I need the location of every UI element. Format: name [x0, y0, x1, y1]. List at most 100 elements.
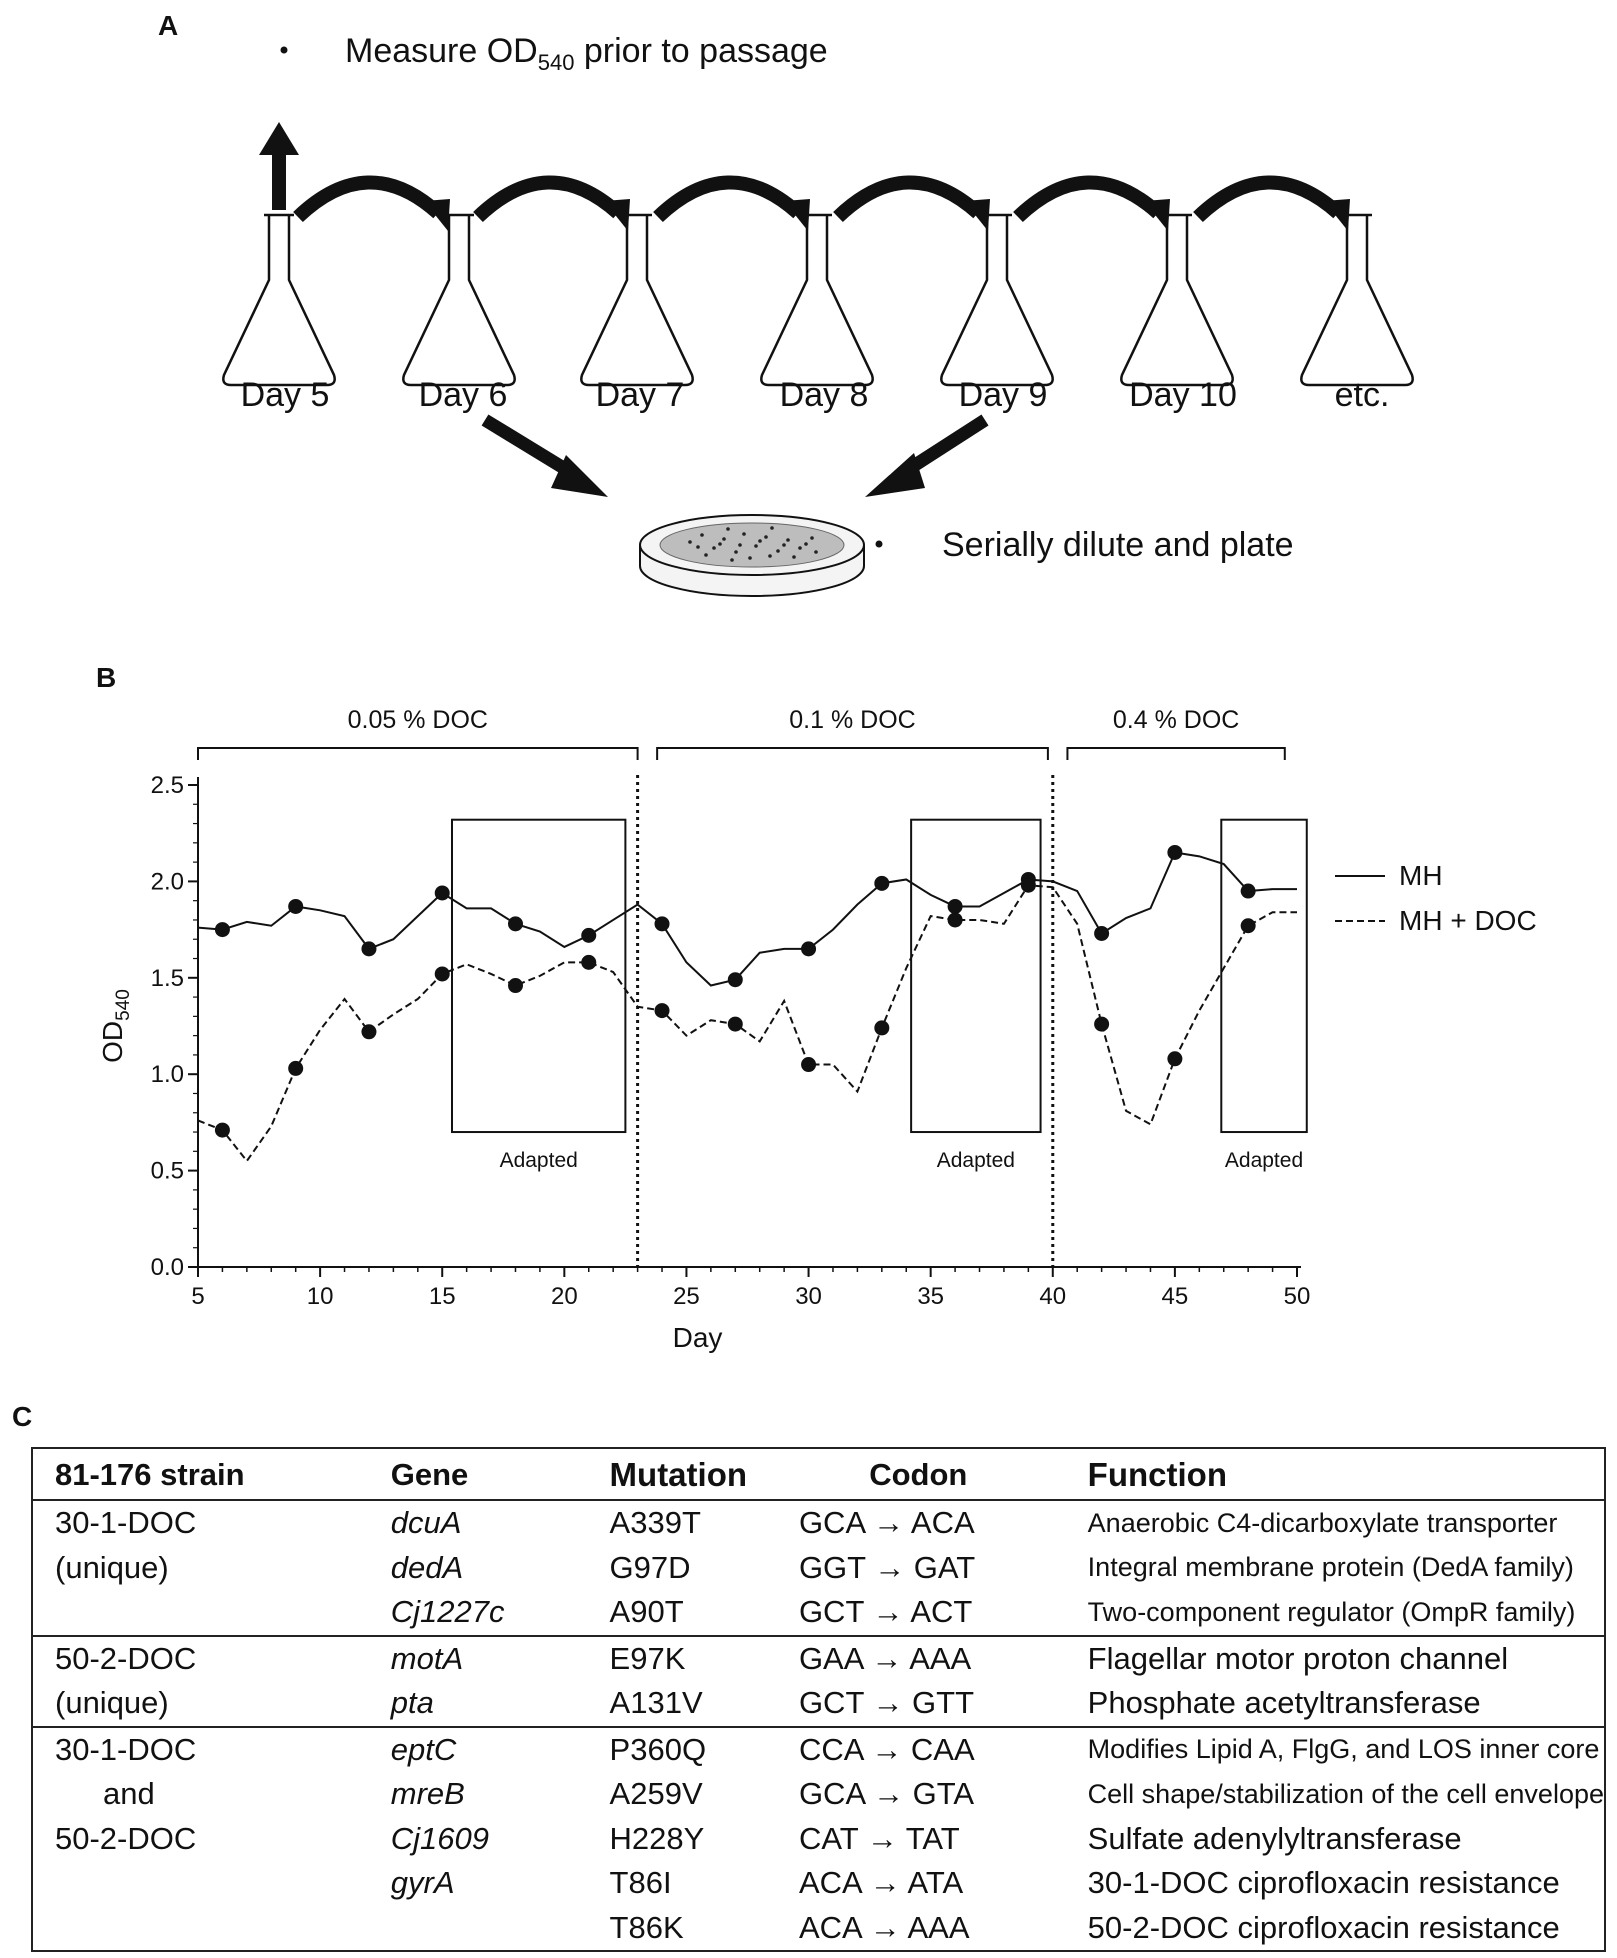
data-point [947, 912, 963, 928]
data-point [947, 898, 963, 914]
cell-function: Flagellar motor proton channel [1087, 1640, 1509, 1676]
mutation-table: 81-176 strain Gene Mutation Codon Functi… [31, 1447, 1606, 1952]
cell-strain: (unique) [32, 1681, 391, 1728]
cell-function: 50-2-DOC ciprofloxacin resistance [1087, 1909, 1560, 1945]
series-line-mh [197, 851, 1297, 987]
data-point [727, 1016, 743, 1032]
x-tick-label: 25 [673, 1283, 700, 1310]
y-tick-label: 1.5 [151, 965, 184, 992]
flask-icon [222, 213, 336, 387]
data-point [288, 1060, 304, 1076]
data-point [1020, 877, 1036, 893]
cell-codon: GAA → AAA [798, 1640, 972, 1676]
cell-strain [32, 1906, 391, 1952]
header-gene: Gene [390, 1448, 610, 1501]
flask-icon [402, 213, 516, 387]
cell-mutation: A339T [609, 1505, 701, 1541]
x-tick-label: 45 [1162, 1283, 1189, 1310]
table-row: 30-1-DOC dcuA A339T GCA → ACA Anaerobic … [32, 1500, 1605, 1546]
data-point [288, 898, 304, 914]
legend-label-mh: MH [1399, 860, 1443, 891]
x-tick-label: 35 [917, 1283, 944, 1310]
day-label: etc. [1335, 376, 1390, 414]
cell-strain: 50-2-DOC [55, 1640, 197, 1676]
flask-icon [580, 213, 694, 387]
table-row: Cj1227c A90T GCT → ACT Two-component reg… [32, 1590, 1605, 1637]
adapted-box [1220, 818, 1308, 1134]
data-point [801, 1057, 817, 1073]
table-header-row: 81-176 strain Gene Mutation Codon Functi… [32, 1448, 1605, 1501]
curved-arrow-icon [1018, 182, 1170, 231]
day-label: Day 5 [241, 376, 330, 414]
cell-function: 30-1-DOC ciprofloxacin resistance [1087, 1865, 1560, 1901]
cell-gene [391, 1906, 610, 1952]
data-point [727, 972, 743, 988]
header-function: Function [1087, 1448, 1605, 1501]
flask-icon [1120, 213, 1234, 387]
cell-gene: dcuA [390, 1505, 462, 1541]
cell-codon: GGT → GAT [798, 1549, 976, 1585]
cell-strain [32, 1590, 391, 1637]
cell-mutation: T86K [609, 1909, 684, 1945]
table-row: (unique) pta A131V GCT → GTT Phosphate a… [32, 1681, 1605, 1728]
adapted-box [450, 818, 627, 1134]
table-row: gyrA T86I ACA → ATA 30-1-DOC ciprofloxac… [32, 1861, 1605, 1906]
data-point [361, 941, 377, 957]
cell-gene: dedA [390, 1549, 464, 1585]
data-point [1167, 844, 1183, 860]
data-point [507, 916, 523, 932]
data-point [874, 1020, 890, 1036]
cell-mutation: G97D [609, 1549, 691, 1585]
diagonal-arrow-icon [865, 414, 989, 497]
legend-label-mh-doc: MH + DOC [1399, 905, 1537, 936]
y-tick-label: 0.5 [151, 1158, 184, 1185]
cell-gene: Cj1227c [390, 1590, 610, 1637]
measure-bullet [280, 46, 288, 54]
cell-strain: 50-2-DOC [55, 1820, 197, 1856]
measure-label: Measure OD540 prior to passage [345, 32, 828, 75]
series-line-mh-doc [197, 884, 1297, 1163]
cell-mutation: T86I [609, 1865, 672, 1901]
curved-arrow-icon [1198, 182, 1350, 231]
y-axis-label: OD540 [97, 989, 134, 1063]
day-label: Day 8 [780, 376, 869, 414]
cell-strain [32, 1861, 391, 1906]
cell-codon: GCT → ACT [798, 1590, 1088, 1637]
data-point [214, 1122, 230, 1138]
data-point [654, 1003, 670, 1019]
adapted-box [910, 818, 1042, 1134]
cell-mutation: H228Y [609, 1820, 705, 1856]
x-tick-label: 15 [429, 1283, 456, 1310]
cell-mutation: A259V [609, 1776, 703, 1812]
cell-function: Phosphate acetyltransferase [1087, 1681, 1605, 1728]
x-tick-label: 5 [191, 1283, 204, 1310]
adapted-label: Adapted [937, 1149, 1015, 1172]
x-tick-label: 40 [1039, 1283, 1066, 1310]
data-point [801, 941, 817, 957]
cell-function: Anaerobic C4-dicarboxylate transporter [1087, 1507, 1558, 1538]
cell-function: Sulfate adenylyltransferase [1087, 1820, 1462, 1856]
table-row: and mreB A259V GCA → GTA Cell shape/stab… [32, 1772, 1605, 1817]
header-codon: Codon [798, 1448, 1088, 1501]
cell-gene: Cj1609 [390, 1820, 490, 1856]
x-axis-label: Day [673, 1322, 723, 1353]
y-tick-label: 2.0 [151, 868, 184, 895]
cell-mutation: A90T [609, 1590, 799, 1637]
cell-function: Integral membrane protein (DedA family) [1087, 1552, 1574, 1583]
x-tick-label: 30 [795, 1283, 822, 1310]
panel-c-letter: C [12, 1401, 33, 1432]
x-tick-label: 10 [307, 1283, 334, 1310]
data-point [1094, 925, 1110, 941]
cell-gene: motA [390, 1640, 464, 1676]
cell-gene: mreB [390, 1776, 465, 1812]
header-mutation: Mutation [609, 1448, 799, 1501]
cell-gene: eptC [390, 1731, 457, 1767]
table-row: 30-1-DOC eptC P360Q CCA → CAA Modifies L… [32, 1727, 1605, 1773]
curved-arrow-icon [658, 182, 810, 231]
y-tick-label: 2.5 [151, 772, 184, 799]
data-point [1094, 1016, 1110, 1032]
adapted-label: Adapted [500, 1149, 578, 1172]
data-point [1167, 1051, 1183, 1067]
x-tick-label: 50 [1284, 1283, 1311, 1310]
cell-codon: CAT → TAT [798, 1820, 960, 1856]
